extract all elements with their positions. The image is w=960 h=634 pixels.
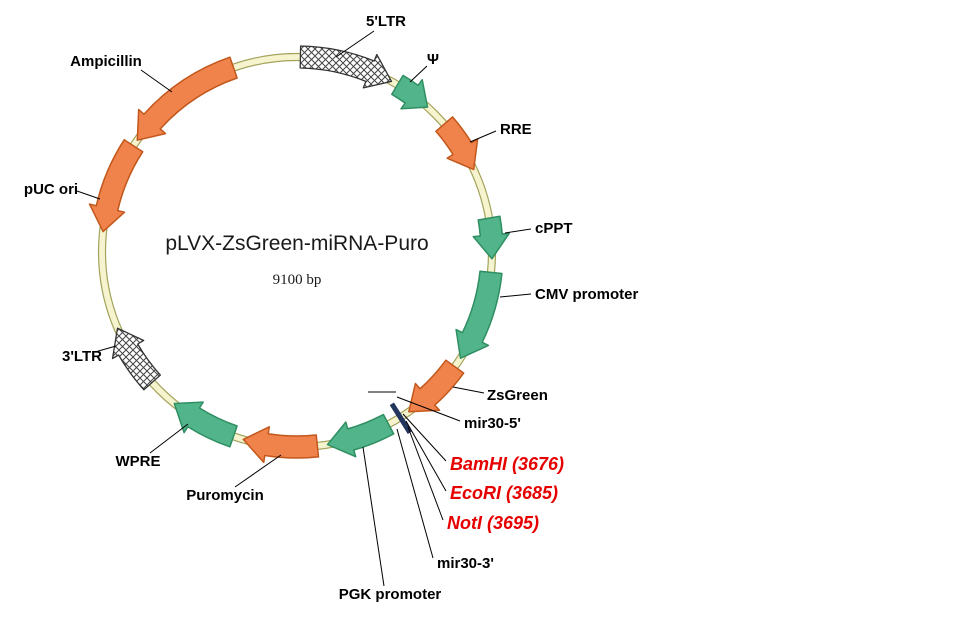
leader-ltr5 [335,30,375,58]
feature-label-puro: Puromycin [186,487,264,504]
feature-label-wpre: WPRE [116,453,161,470]
feature-arc-pgk [326,413,395,458]
marker-mirna-insert-site [389,402,412,434]
leader-puc [76,190,101,200]
callout-label-ecori: EcoRI (3685) [450,483,558,503]
feature-label-cmv: CMV promoter [535,286,639,303]
feature-label-ltr5: 5'LTR [366,13,406,30]
feature-arc-cppt [472,215,510,260]
leader-mir30-3 [396,428,434,559]
leader-pgk [362,446,385,587]
callout-label-bamhi: BamHI (3676) [450,454,564,474]
feature-arc-cmv [455,270,503,359]
feature-arc-wpre [173,401,238,448]
feature-label-pgk: PGK promoter [339,586,442,603]
feature-label-puc: pUC ori [24,181,78,198]
callout-label-noti: NotI (3695) [447,513,539,533]
leader-bamhi [402,413,447,462]
leader-zsgreen [452,386,485,394]
feature-label-psi: Ψ [427,51,439,68]
leader-puro [234,454,282,488]
leader-ltr3 [94,345,117,353]
feature-arc-puro [242,426,320,464]
leader-rre [469,130,497,143]
feature-arc-puc [88,139,144,233]
leader-cmv [499,293,532,298]
callout-label-mir30-5: mir30-5' [464,415,521,432]
leader-amp [140,69,173,93]
feature-arc-amp [136,56,238,141]
feature-arc-ltr5 [299,45,393,89]
feature-arc-ltr3 [111,327,161,391]
callout-label-mir30-3: mir30-3' [437,555,494,572]
leader-noti [407,426,444,521]
feature-label-cppt: cPPT [535,220,573,237]
feature-arc-zsgreen [408,359,465,413]
leader-mir30-5 [396,396,461,422]
feature-label-ltr3: 3'LTR [62,348,102,365]
feature-arc-rre [435,116,479,171]
leader-ecori [405,420,447,492]
leader-wpre [149,423,189,454]
leader-cppt [504,228,532,234]
feature-arc-psi [391,74,429,110]
feature-label-zsgreen: ZsGreen [487,387,548,404]
feature-label-rre: RRE [500,121,532,138]
plasmid-title: pLVX-ZsGreen-miRNA-Puro [165,232,428,255]
leader-psi [409,65,428,83]
plasmid-size: 9100 bp [273,272,322,288]
feature-label-amp: Ampicillin [70,53,142,70]
